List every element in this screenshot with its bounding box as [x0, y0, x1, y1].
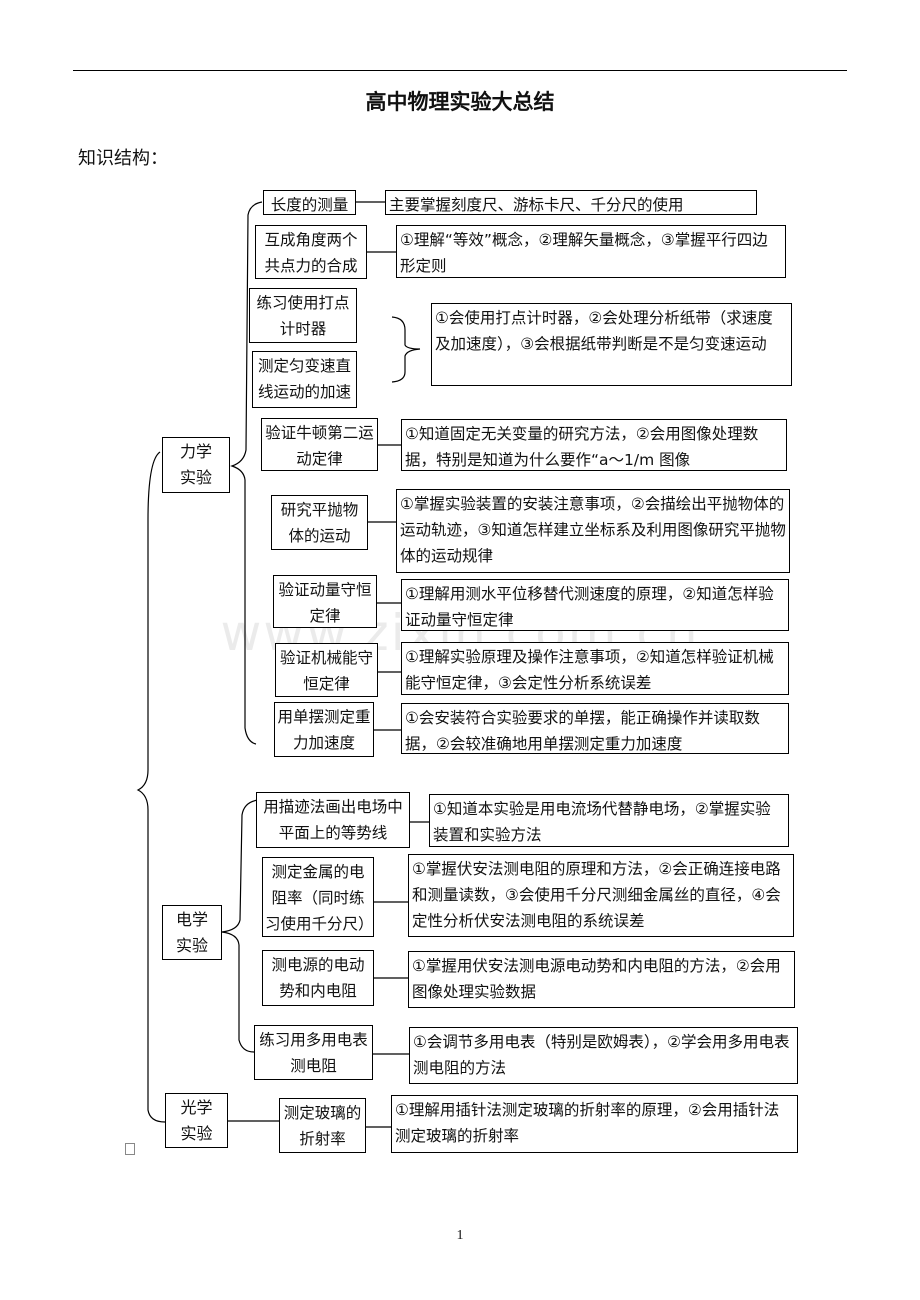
experiment-name-box: 练习用多用电表测电阻 — [254, 1025, 373, 1080]
experiment-description-box: 主要掌握刻度尺、游标卡尺、千分尺的使用 — [385, 190, 757, 215]
experiment-description-box: ①理解用测水平位移替代测速度的原理，②知道怎样验证动量守恒定律 — [401, 579, 789, 631]
experiment-name-box: 验证机械能守恒定律 — [275, 643, 378, 697]
experiment-name-box: 验证牛顿第二运动定律 — [261, 418, 378, 471]
section-heading: 知识结构： — [78, 148, 168, 169]
experiment-name-box: 验证动量守恒定律 — [273, 575, 377, 628]
experiment-name-box: 长度的测量 — [263, 190, 356, 215]
experiment-description-box: ①理解实验原理及操作注意事项，②知道怎样验证机械能守恒定律，③会定性分析系统误差 — [401, 642, 789, 695]
experiment-description-box: ①知道固定无关变量的研究方法，②会用图像处理数据，特别是知道为什么要作“a～1/… — [401, 419, 787, 471]
experiment-description-box: ①掌握用伏安法测电源电动势和内电阻的方法，②会用图像处理实验数据 — [408, 951, 795, 1008]
experiment-description-box: ①理解“等效”概念，②理解矢量概念，③掌握平行四边形定则 — [396, 225, 786, 278]
experiment-name-box: 测定金属的电阻率（同时练习使用千分尺） — [262, 857, 374, 937]
page-title: 高中物理实验大总结 — [365, 90, 555, 114]
experiment-name-box: 测电源的电动势和内电阻 — [262, 950, 374, 1006]
experiment-name-box: 测定玻璃的折射率 — [279, 1098, 366, 1153]
experiment-name-box: 练习使用打点计时器 — [249, 288, 357, 343]
category-box: 电学 实验 — [162, 905, 222, 960]
experiment-description-box: ①理解用插针法测定玻璃的折射率的原理，②会用插针法测定玻璃的折射率 — [391, 1095, 798, 1153]
category-box: 力学 实验 — [162, 437, 230, 493]
experiment-description-box: ①掌握伏安法测电阻的原理和方法，②会正确连接电路和测量读数，③会使用千分尺测细金… — [408, 854, 794, 937]
anchor-mark — [125, 1143, 135, 1155]
experiment-description-box: ①会调节多用电表（特别是欧姆表），②学会用多用电表测电阻的方法 — [409, 1027, 798, 1084]
experiment-name-box: 用描迹法画出电场中平面上的等势线 — [256, 792, 410, 848]
experiment-description-box: ①会安装符合实验要求的单摆，能正确操作并读取数据，②会较准确地用单摆测定重力加速… — [401, 703, 789, 754]
page-number: 1 — [456, 1228, 464, 1243]
experiment-name-box: 用单摆测定重力加速度 — [274, 702, 374, 757]
header-rule — [73, 70, 847, 71]
category-box: 光学 实验 — [165, 1093, 228, 1148]
experiment-name-box: 测定匀变速直线运动的加速度 — [252, 351, 357, 408]
experiment-description-box: ①知道本实验是用电流场代替静电场，②掌握实验装置和实验方法 — [429, 794, 789, 847]
experiment-description-box: ①掌握实验装置的安装注意事项，②会描绘出平抛物体的运动轨迹，③知道怎样建立坐标系… — [396, 489, 790, 573]
experiment-name-box: 研究平抛物体的运动 — [271, 495, 368, 550]
experiment-name-box: 互成角度两个共点力的合成 — [255, 225, 367, 279]
experiment-description-box: ①会使用打点计时器，②会处理分析纸带（求速度及加速度），③会根据纸带判断是不是匀… — [431, 303, 792, 386]
